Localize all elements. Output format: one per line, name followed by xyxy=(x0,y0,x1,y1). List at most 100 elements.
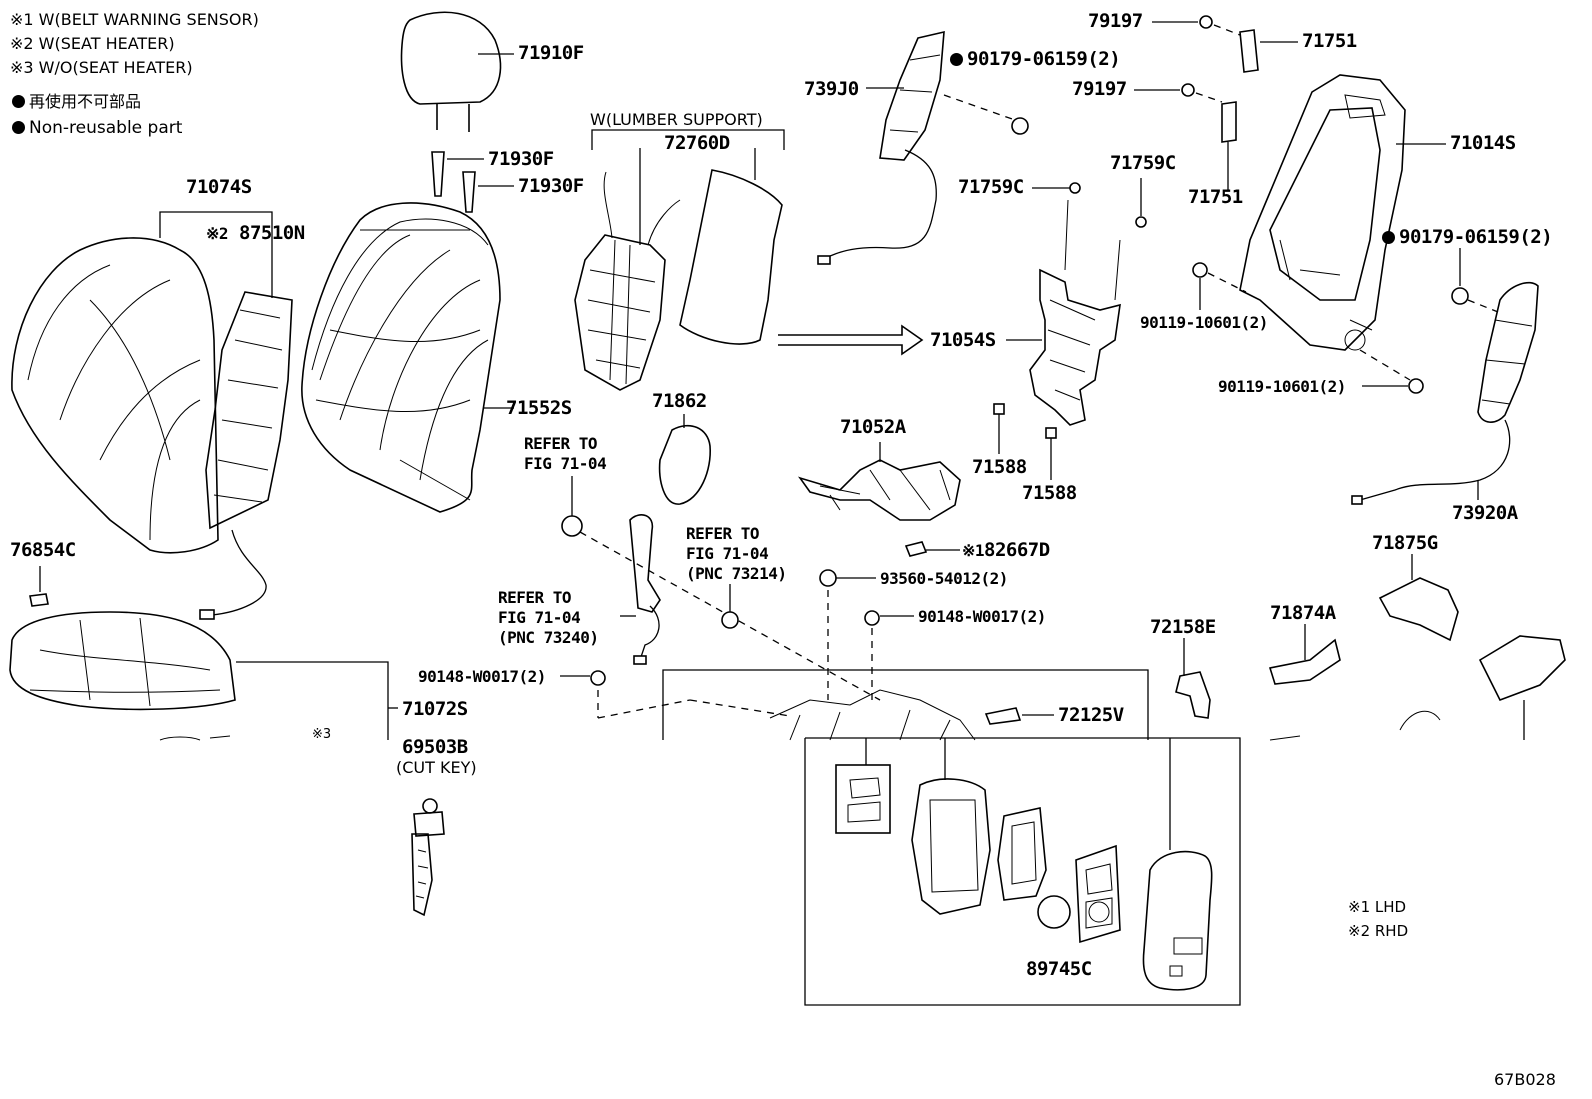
part-number-90179-b: 90179-06159(2) xyxy=(1399,226,1553,248)
clip-71588-b-drawing xyxy=(1045,427,1057,439)
dash-79197-b xyxy=(1195,92,1223,103)
ref-note-2-line-1[interactable]: REFER TO xyxy=(686,524,760,543)
cut-key-drawing xyxy=(411,798,445,917)
part-label-71862[interactable]: 71862 xyxy=(652,390,707,412)
legend-lhd: ※1 LHD xyxy=(1348,898,1407,916)
bolt-90148-a-drawing xyxy=(590,670,606,686)
nut-71759C-a-drawing xyxy=(1069,182,1081,194)
bracket-71074S xyxy=(159,211,273,298)
part-label-93560-54012[interactable]: 93560-54012(2) xyxy=(880,569,1008,588)
figure-id: 67B028 xyxy=(1494,1070,1556,1089)
dash-739J0 xyxy=(943,94,1016,121)
part-label-72760D[interactable]: 72760D xyxy=(664,132,730,154)
part-label-71751-b[interactable]: 71751 xyxy=(1188,186,1243,208)
headrest-drawing xyxy=(400,11,502,132)
part-label-71930F-b[interactable]: 71930F xyxy=(518,175,584,197)
nut-90179-b-drawing xyxy=(1451,287,1469,305)
nut-90179-a-drawing xyxy=(1011,117,1029,135)
part-71874A-drawing xyxy=(1268,638,1341,685)
bolt-90119-a-drawing xyxy=(1192,262,1208,278)
dash-frame xyxy=(689,699,791,717)
part-label-71072S[interactable]: 71072S xyxy=(402,698,468,720)
arrow-to-71054S xyxy=(778,324,924,356)
part-label-89745C[interactable]: 89745C xyxy=(1026,958,1092,980)
part-label-71759C-a[interactable]: 71759C xyxy=(958,176,1024,198)
non-reusable-dot-icon xyxy=(12,121,25,134)
seatback-pad-drawing xyxy=(301,202,501,513)
non-reusable-dot-icon xyxy=(1382,231,1395,244)
part-label-69503B[interactable]: 69503B xyxy=(402,736,468,758)
ref-note-2-line-2[interactable]: FIG 71-04 xyxy=(686,544,769,563)
cushion-partial-drawing xyxy=(159,735,231,741)
part-label-79197-b[interactable]: 79197 xyxy=(1072,78,1127,100)
nut-71759C-b-drawing xyxy=(1135,216,1147,228)
part-label-72158E[interactable]: 72158E xyxy=(1150,616,1216,638)
part-label-71759C-b[interactable]: 71759C xyxy=(1110,152,1176,174)
bracket-lumbar xyxy=(591,129,785,150)
side-airbag-drawing xyxy=(1351,281,1539,505)
ref-note-3-line-2[interactable]: FIG 71-04 xyxy=(498,608,581,627)
group-title-cut-key: (CUT KEY) xyxy=(396,758,477,777)
ref-note-2-line-3[interactable]: (PNC 73214) xyxy=(686,564,787,583)
part-label-90179-06159-b[interactable]: 90179-06159(2) xyxy=(1382,226,1553,248)
bolt-90119-b-drawing xyxy=(1408,378,1424,394)
part-label-71874A[interactable]: 71874A xyxy=(1270,602,1336,624)
key-parts-drawing xyxy=(835,764,1213,991)
part-label-71588-b[interactable]: 71588 xyxy=(1022,482,1077,504)
part-label-87510N[interactable]: ※2 87510N xyxy=(206,224,305,243)
part-label-82667D[interactable]: ※182667D xyxy=(962,541,1050,560)
part-label-71930F-a[interactable]: 71930F xyxy=(488,148,554,170)
legend-non-reusable-en: Non-reusable part xyxy=(12,120,182,137)
part-label-90148-W0017-a[interactable]: 90148-W0017(2) xyxy=(418,667,546,686)
part-label-90119-10601-b[interactable]: 90119-10601(2) xyxy=(1218,377,1346,396)
part-mark-3: ※3 xyxy=(312,727,332,742)
part-label-71910F[interactable]: 71910F xyxy=(518,42,584,64)
part-label-79197-a[interactable]: 79197 xyxy=(1088,10,1143,32)
key-box xyxy=(804,737,1241,1006)
part-label-71054S[interactable]: 71054S xyxy=(930,329,996,351)
part-label-71014S[interactable]: 71014S xyxy=(1450,132,1516,154)
part-label-90119-10601-a[interactable]: 90119-10601(2) xyxy=(1140,313,1268,332)
non-reusable-dot-icon xyxy=(12,95,25,108)
frame-box xyxy=(662,669,1149,740)
bolt-79197-b-drawing xyxy=(1181,83,1195,97)
part-adjuster-drawing xyxy=(1478,635,1566,702)
part-mark-87510N: ※2 xyxy=(206,224,229,243)
seat-frame-drawing xyxy=(769,689,976,741)
part-label-90148-W0017-b[interactable]: 90148-W0017(2) xyxy=(918,607,1046,626)
headrest-support-drawing xyxy=(431,151,476,213)
part-72158E-drawing xyxy=(1175,671,1211,719)
ref-note-1-line-2[interactable]: FIG 71-04 xyxy=(524,454,607,473)
part-label-71751-a[interactable]: 71751 xyxy=(1302,30,1357,52)
dash-90179-b xyxy=(1467,299,1499,313)
part-label-71588-a[interactable]: 71588 xyxy=(972,456,1027,478)
part-71862-drawing xyxy=(658,424,711,505)
part-72125V-drawing xyxy=(984,707,1022,725)
harness-drawing xyxy=(797,459,961,521)
part-label-71875G[interactable]: 71875G xyxy=(1372,532,1438,554)
cushion-cover-drawing xyxy=(9,611,236,711)
non-reusable-dot-icon xyxy=(950,53,963,66)
part-number-82667D: 82667D xyxy=(984,539,1050,561)
legend-rhd: ※2 RHD xyxy=(1348,922,1409,940)
part-label-90179-06159-a[interactable]: 90179-06159(2) xyxy=(950,50,1121,69)
anchor-ref-1-drawing xyxy=(561,515,583,537)
part-label-71052A[interactable]: 71052A xyxy=(840,416,906,438)
part-71875G-drawing xyxy=(1378,577,1459,642)
part-label-76854C[interactable]: 76854C xyxy=(10,539,76,561)
group-title-lumbar: W(LUMBER SUPPORT) xyxy=(590,110,763,129)
guide-71751-a-drawing xyxy=(1239,29,1259,73)
anchor-ref-2-drawing xyxy=(721,611,739,629)
ref-note-3-line-1[interactable]: REFER TO xyxy=(498,588,572,607)
part-label-73920A[interactable]: 73920A xyxy=(1452,502,1518,524)
legend-non-reusable-jp: 再使用不可部品 xyxy=(12,94,141,110)
buckle-drawing xyxy=(629,514,661,665)
part-label-71552S[interactable]: 71552S xyxy=(506,397,572,419)
legend-note-3: ※3 W/O(SEAT HEATER) xyxy=(10,58,193,77)
ref-note-1-line-1[interactable]: REFER TO xyxy=(524,434,598,453)
part-label-71074S[interactable]: 71074S xyxy=(186,176,252,198)
part-label-739J0[interactable]: 739J0 xyxy=(804,78,859,100)
ref-note-3-line-3[interactable]: (PNC 73240) xyxy=(498,628,599,647)
part-label-72125V[interactable]: 72125V xyxy=(1058,704,1124,726)
